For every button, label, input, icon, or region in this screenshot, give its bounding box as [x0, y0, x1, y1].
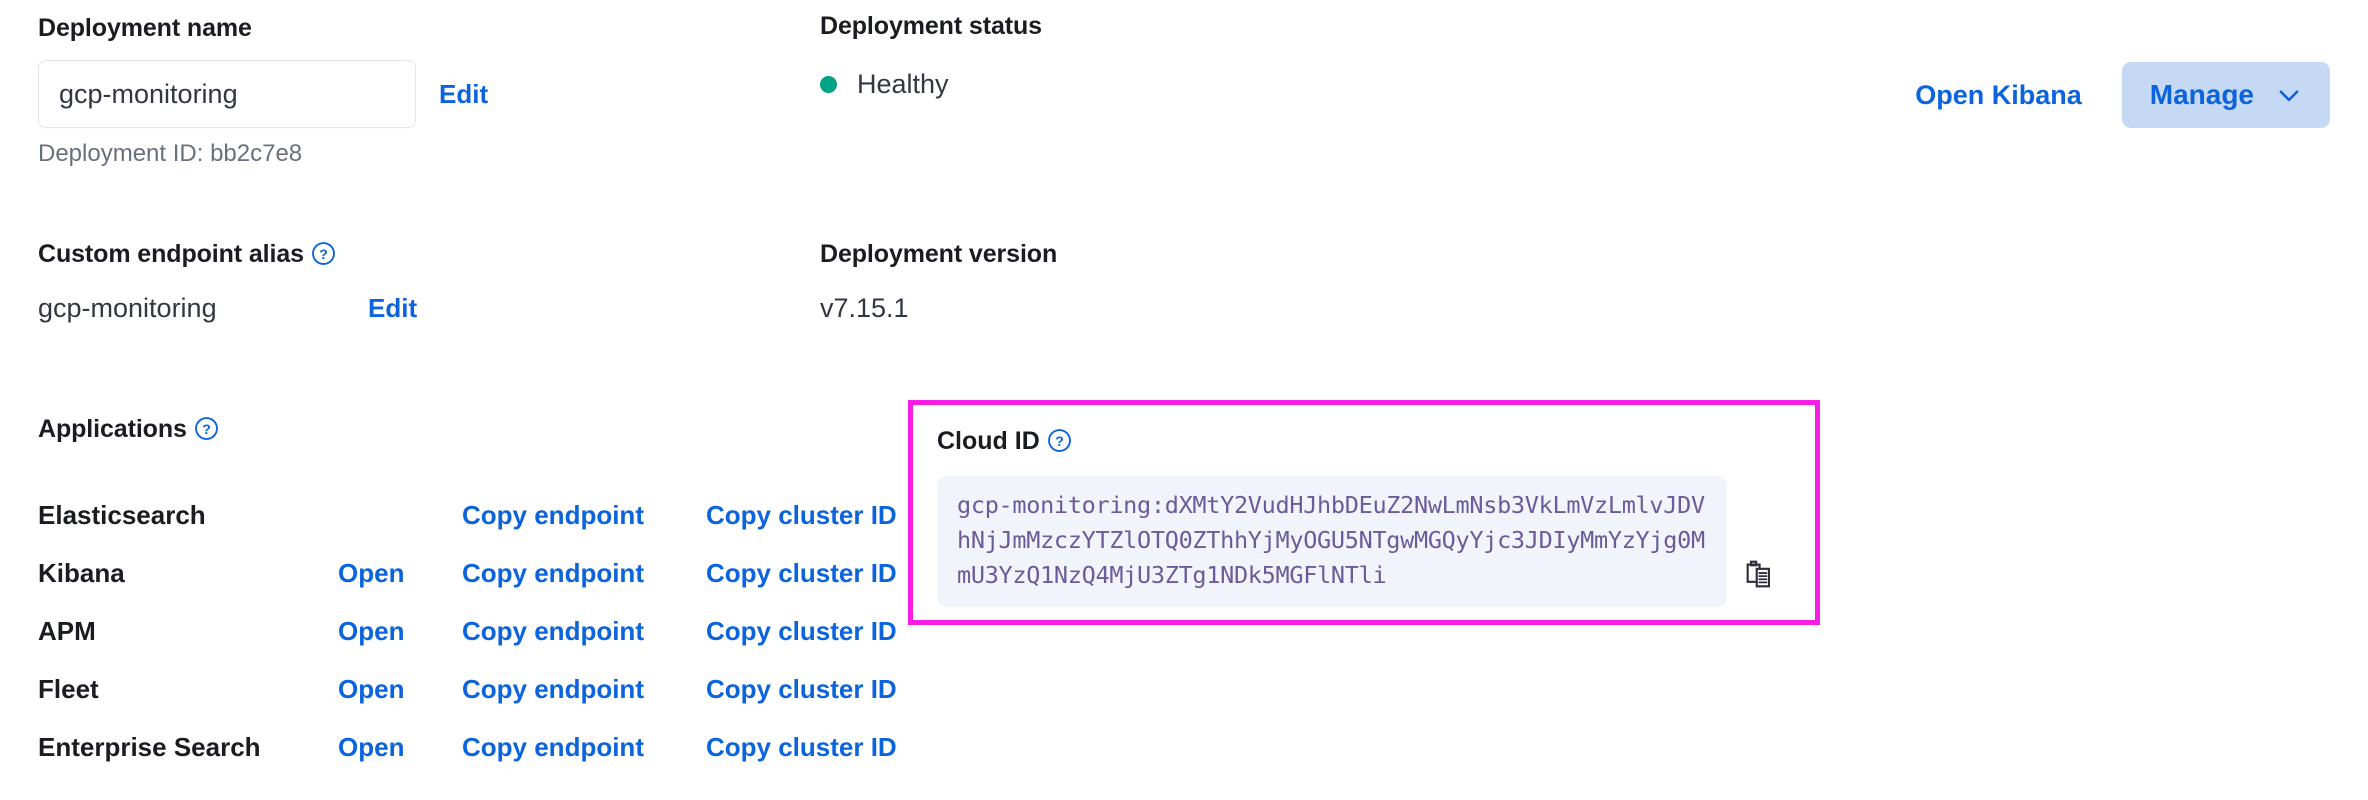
copy-cluster-id-link[interactable]: Copy cluster ID	[706, 557, 897, 588]
application-copy-cluster-id-cell: Copy cluster ID	[706, 660, 926, 718]
open-link[interactable]: Open	[338, 673, 405, 704]
copy-endpoint-link[interactable]: Copy endpoint	[462, 673, 644, 704]
deployment-version-value: v7.15.1	[820, 293, 909, 323]
open-kibana-link[interactable]: Open Kibana	[1915, 79, 2082, 110]
custom-endpoint-alias-label: Custom endpoint alias ?	[38, 240, 417, 269]
cloud-id-label-text: Cloud ID	[937, 427, 1040, 455]
deployment-status-block: Deployment status Healthy	[820, 12, 1042, 100]
application-open-cell: Open	[338, 544, 462, 602]
table-row: APM Open Copy endpoint Copy cluster ID	[38, 602, 926, 660]
deployment-version-block: Deployment version v7.15.1	[820, 240, 1057, 324]
custom-endpoint-alias-edit-link[interactable]: Edit	[368, 293, 418, 323]
deployment-name-row: Edit	[38, 60, 488, 128]
cloud-id-value[interactable]: gcp-monitoring:dXMtY2VudHJhbDEuZ2NwLmNsb…	[937, 476, 1727, 607]
clipboard-copy-icon[interactable]	[1739, 555, 1779, 595]
table-row: Kibana Open Copy endpoint Copy cluster I…	[38, 544, 926, 602]
copy-endpoint-link[interactable]: Copy endpoint	[462, 499, 644, 530]
status-badge: Healthy	[857, 69, 949, 99]
application-open-cell: Open	[338, 602, 462, 660]
application-copy-cluster-id-cell: Copy cluster ID	[706, 544, 926, 602]
deployment-name-input[interactable]	[38, 60, 416, 128]
svg-text:?: ?	[1055, 433, 1064, 449]
status-dot-icon	[820, 76, 837, 93]
copy-cluster-id-link[interactable]: Copy cluster ID	[706, 673, 897, 704]
manage-button-label: Manage	[2149, 79, 2254, 110]
svg-text:?: ?	[319, 246, 327, 262]
open-link[interactable]: Open	[338, 731, 405, 762]
help-circle-icon[interactable]: ?	[311, 241, 336, 266]
open-link[interactable]: Open	[338, 557, 405, 588]
applications-label-text: Applications	[38, 415, 187, 443]
table-row: Fleet Open Copy endpoint Copy cluster ID	[38, 660, 926, 718]
application-copy-cluster-id-cell: Copy cluster ID	[706, 486, 926, 544]
cloud-id-body: gcp-monitoring:dXMtY2VudHJhbDEuZ2NwLmNsb…	[937, 476, 1791, 607]
help-circle-icon[interactable]: ?	[1047, 428, 1072, 453]
applications-label: Applications ?	[38, 415, 926, 444]
application-name: APM	[38, 615, 96, 646]
deployment-name-label: Deployment name	[38, 14, 252, 42]
manage-button[interactable]: Manage	[2121, 62, 2330, 128]
custom-endpoint-alias-block: Custom endpoint alias ? gcp-monitoring E…	[38, 240, 417, 324]
applications-table: Elasticsearch Copy endpoint Copy cluster…	[38, 486, 926, 776]
application-name: Kibana	[38, 557, 125, 588]
application-copy-cluster-id-cell: Copy cluster ID	[706, 718, 926, 776]
application-name: Elasticsearch	[38, 499, 206, 530]
custom-endpoint-alias-value: gcp-monitoring	[38, 293, 217, 323]
deployment-status-row: Healthy	[820, 69, 1042, 100]
copy-cluster-id-link[interactable]: Copy cluster ID	[706, 731, 897, 762]
cloud-id-label: Cloud ID ?	[937, 427, 1791, 456]
application-copy-endpoint-cell: Copy endpoint	[462, 602, 706, 660]
application-name: Enterprise Search	[38, 731, 261, 762]
deployment-id-text: Deployment ID: bb2c7e8	[38, 140, 303, 167]
application-copy-cluster-id-cell: Copy cluster ID	[706, 602, 926, 660]
application-copy-endpoint-cell: Copy endpoint	[462, 718, 706, 776]
table-row: Enterprise Search Open Copy endpoint Cop…	[38, 718, 926, 776]
copy-endpoint-link[interactable]: Copy endpoint	[462, 615, 644, 646]
copy-endpoint-link[interactable]: Copy endpoint	[462, 557, 644, 588]
custom-endpoint-alias-row: gcp-monitoring Edit	[38, 293, 417, 324]
application-open-cell: Open	[338, 660, 462, 718]
deployment-status-label: Deployment status	[820, 12, 1042, 40]
copy-cluster-id-link[interactable]: Copy cluster ID	[706, 499, 897, 530]
applications-block: Applications ? Elasticsearch Copy endpoi…	[38, 415, 926, 776]
copy-cluster-id-link[interactable]: Copy cluster ID	[706, 615, 897, 646]
custom-endpoint-alias-label-text: Custom endpoint alias	[38, 240, 304, 268]
help-circle-icon[interactable]: ?	[194, 416, 219, 441]
deployment-name-block: Deployment name Edit Deployment ID: bb2c…	[38, 14, 488, 168]
application-copy-endpoint-cell: Copy endpoint	[462, 544, 706, 602]
application-copy-endpoint-cell: Copy endpoint	[462, 660, 706, 718]
table-row: Elasticsearch Copy endpoint Copy cluster…	[38, 486, 926, 544]
open-link[interactable]: Open	[338, 615, 405, 646]
application-open-cell: Open	[338, 718, 462, 776]
deployment-name-edit-link[interactable]: Edit	[439, 78, 489, 109]
application-open-cell	[338, 486, 462, 544]
top-actions: Open Kibana Manage	[1915, 62, 2330, 128]
application-copy-endpoint-cell: Copy endpoint	[462, 486, 706, 544]
deployment-version-label: Deployment version	[820, 240, 1058, 268]
application-name: Fleet	[38, 673, 99, 704]
svg-text:?: ?	[202, 421, 210, 437]
cloud-id-panel: Cloud ID ? gcp-monitoring:dXMtY2VudHJhbD…	[908, 400, 1820, 625]
copy-endpoint-link[interactable]: Copy endpoint	[462, 731, 644, 762]
chevron-down-icon	[2276, 82, 2302, 108]
